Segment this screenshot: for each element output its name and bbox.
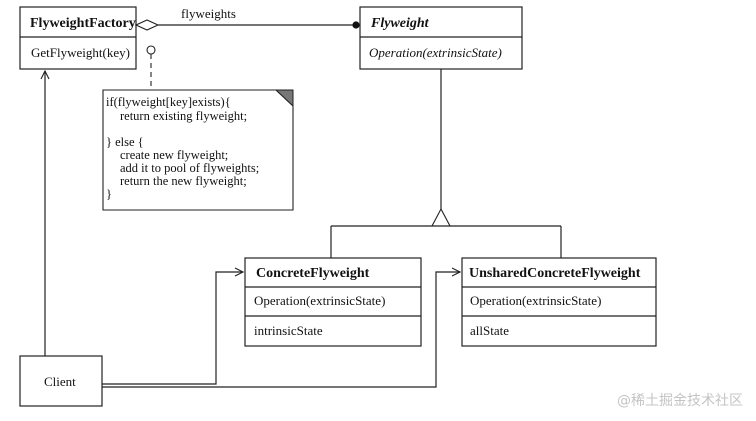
note-line: } (106, 187, 112, 201)
note-line: } else { (106, 135, 144, 149)
concrete-flyweight-operation: Operation(extrinsicState) (254, 293, 385, 308)
client-name: Client (44, 374, 76, 389)
concrete-flyweight-attribute: intrinsicState (254, 323, 323, 338)
flyweight-class: Flyweight Operation(extrinsicState) (359, 6, 523, 70)
flyweights-aggregation: flyweights (134, 6, 360, 31)
client-to-concrete-arrow (102, 272, 243, 385)
flyweight-factory-name: FlyweightFactory (30, 16, 136, 31)
note-line: if(flyweight[key]exists){ (106, 95, 231, 109)
unshared-concrete-flyweight-class: UnsharedConcreteFlyweight Operation(extr… (461, 257, 657, 347)
client-box (19, 355, 103, 407)
note-line: add it to pool of flyweights; (120, 161, 259, 175)
flyweight-factory-box (19, 6, 137, 70)
note-line: return the new flyweight; (120, 174, 247, 188)
client-class: Client (19, 355, 103, 407)
flyweight-operation: Operation(extrinsicState) (369, 45, 502, 60)
concrete-flyweight-name: ConcreteFlyweight (256, 266, 370, 281)
concrete-flyweight-box (244, 257, 422, 347)
association-label: flyweights (181, 6, 236, 21)
flyweight-name: Flyweight (370, 16, 430, 31)
implementation-note: if(flyweight[key]exists){ return existin… (102, 89, 294, 211)
generalization (330, 69, 562, 258)
flyweight-factory-class: FlyweightFactory GetFlyweight(key) (19, 6, 137, 70)
aggregation-diamond-icon (134, 19, 160, 31)
note-line: return existing flyweight; (120, 109, 247, 123)
watermark: @稀土掘金技术社区 (617, 393, 743, 409)
note-line: create new flyweight; (120, 148, 228, 162)
note-folded-corner-icon (274, 89, 294, 108)
inheritance-triangle-icon (431, 207, 451, 227)
flyweight-box (359, 6, 523, 70)
get-flyweight-operation: GetFlyweight(key) (31, 45, 130, 60)
unshared-flyweight-operation: Operation(extrinsicState) (470, 293, 601, 308)
note-anchor-icon (146, 45, 156, 55)
unshared-flyweight-box (461, 257, 657, 347)
unshared-flyweight-attribute: allState (470, 323, 509, 338)
note-shape (102, 89, 294, 211)
unshared-flyweight-name: UnsharedConcreteFlyweight (469, 266, 641, 281)
concrete-flyweight-class: ConcreteFlyweight Operation(extrinsicSta… (244, 257, 422, 347)
multiplicity-dot-icon (352, 21, 360, 29)
client-to-unshared-arrow (102, 272, 460, 388)
